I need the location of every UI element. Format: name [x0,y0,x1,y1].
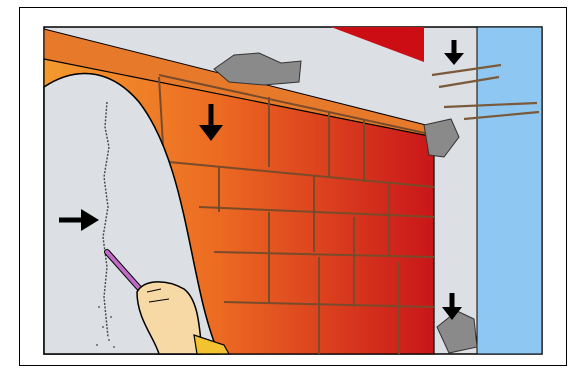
blue-column [477,27,542,354]
illustration-frame [19,7,567,366]
wall-crack-illustration [19,7,567,366]
